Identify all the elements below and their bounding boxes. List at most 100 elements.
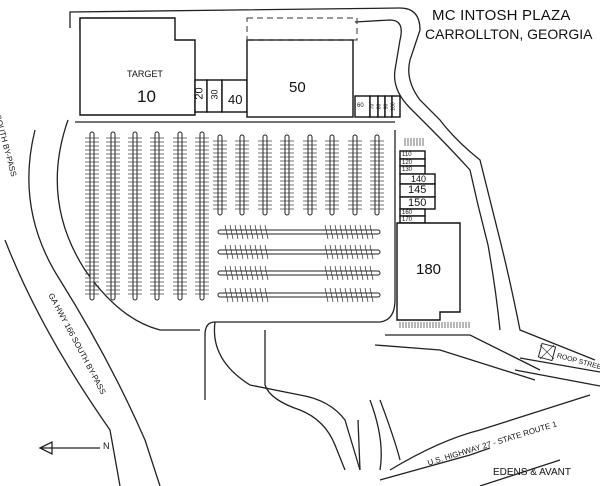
parking-stall-line	[364, 287, 369, 303]
parking-stall-line	[359, 244, 364, 260]
parking-stall-line	[264, 244, 269, 260]
unit-130-label: 130	[402, 167, 413, 173]
parking-stall-line	[339, 265, 344, 281]
parking-stall-line	[359, 265, 364, 281]
building-unit-180	[396, 222, 461, 321]
parking-island	[132, 131, 138, 301]
parking-stall-line	[369, 287, 374, 303]
parking-stall-line	[364, 244, 369, 260]
parking-stall-line	[334, 265, 339, 281]
parking-stall-line	[254, 244, 259, 260]
unit-145-label: 145	[408, 184, 427, 196]
parking-stall-line	[349, 265, 354, 281]
plaza-location: CARROLLTON, GEORGIA	[425, 26, 593, 42]
parking-island	[217, 292, 381, 298]
parking-stall-line	[334, 287, 339, 303]
parking-island	[217, 249, 381, 255]
parking-stall-line	[339, 287, 344, 303]
unit-160-label: 160	[402, 210, 413, 216]
parking-stall-line	[254, 287, 259, 303]
unit-70-label: 70	[369, 103, 376, 110]
building-unit-50	[246, 39, 354, 118]
parking-stall-line	[349, 287, 354, 303]
unit-90-label: 90	[383, 103, 390, 110]
parking-stall-line	[329, 244, 334, 260]
parking-stall-line	[344, 244, 349, 260]
parking-island	[154, 131, 160, 301]
west-boundary	[56, 119, 200, 331]
parking-island	[307, 134, 313, 216]
unit-30-label: 30	[209, 89, 220, 100]
parking-island	[352, 134, 358, 216]
unit-80-label: 80	[376, 103, 383, 110]
parking-stall-line	[254, 224, 259, 240]
parking-stall-line	[324, 224, 329, 240]
parking-stall-line	[224, 224, 229, 240]
parking-stall-line	[329, 224, 334, 240]
hwy61-edge	[28, 129, 161, 486]
parking-stall-line	[234, 287, 239, 303]
parking-stall-line	[234, 265, 239, 281]
parking-stall-line	[244, 287, 249, 303]
unit-60-label: 60	[357, 103, 364, 109]
unit-40-label: 40	[228, 92, 243, 107]
parking-stall-line	[249, 265, 254, 281]
parking-stall-line	[259, 244, 264, 260]
parking-stall-line	[259, 224, 264, 240]
parking-stall-line	[344, 265, 349, 281]
parking-stall-line	[249, 244, 254, 260]
parking-island	[329, 134, 335, 216]
unit-180-label: 180	[416, 261, 442, 278]
parking-stall-line	[354, 244, 359, 260]
parking-stall-line	[349, 224, 354, 240]
unit-10-label: 10	[137, 87, 156, 106]
parking-stall-line	[259, 265, 264, 281]
parking-island	[89, 131, 95, 301]
parking-stall-line	[244, 244, 249, 260]
parking-island	[284, 134, 290, 216]
unit-170-label: 170	[402, 217, 413, 223]
south-drive	[264, 330, 541, 471]
parking-stall-line	[369, 244, 374, 260]
parking-stall-line	[244, 265, 249, 281]
unit-110-label: 110	[402, 152, 412, 158]
parking-stall-line	[244, 224, 249, 240]
parking-stall-line	[344, 224, 349, 240]
parking-island	[110, 131, 116, 301]
parking-stall-line	[234, 224, 239, 240]
parking-stall-line	[324, 265, 329, 281]
unit-100-label: 100	[390, 102, 397, 111]
parking-island	[239, 134, 245, 216]
parking-stall-line	[229, 287, 234, 303]
north-label: N	[103, 441, 110, 451]
parking-stall-line	[354, 287, 359, 303]
parking-stalls	[85, 131, 470, 328]
parking-stall-line	[359, 224, 364, 240]
parking-stall-line	[344, 287, 349, 303]
parking-island	[262, 134, 268, 216]
parking-stall-line	[339, 224, 344, 240]
parking-stall-line	[224, 287, 229, 303]
parking-stall-line	[264, 224, 269, 240]
credit-label: EDENS & AVANT	[493, 467, 571, 478]
us27-road	[379, 394, 591, 486]
entrance-median	[357, 399, 401, 471]
parking-stall-line	[224, 244, 229, 260]
parking-stall-line	[324, 244, 329, 260]
parking-island	[217, 134, 223, 216]
parking-stall-line	[354, 224, 359, 240]
unit-120-label: 120	[402, 160, 413, 166]
parking-stall-line	[364, 224, 369, 240]
parking-stall-line	[239, 244, 244, 260]
hwy166-edge	[4, 239, 121, 486]
anchor-name: TARGET	[127, 69, 163, 79]
parking-stall-line	[334, 224, 339, 240]
parking-stall-line	[334, 244, 339, 260]
parking-stall-line	[369, 265, 374, 281]
perimeter-road-outer	[69, 7, 596, 361]
parking-stall-line	[239, 265, 244, 281]
parking-stall-line	[249, 224, 254, 240]
parking-stall-line	[229, 224, 234, 240]
